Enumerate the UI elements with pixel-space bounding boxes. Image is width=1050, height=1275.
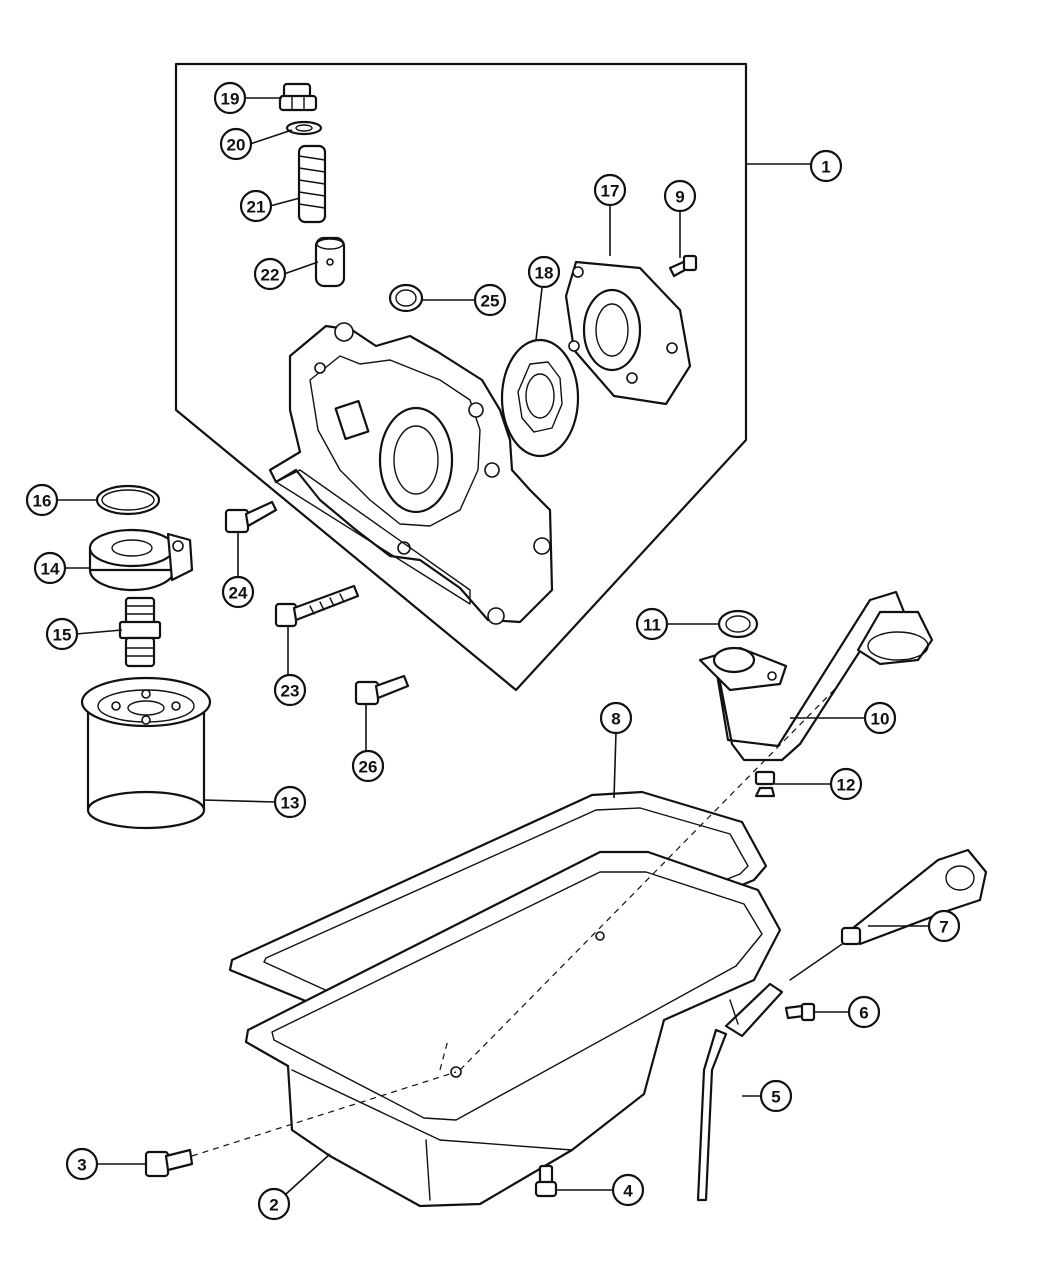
- dipstick-tube-bolt: [784, 1002, 816, 1022]
- pickup-bolt: [354, 674, 410, 706]
- filter-nipple: [118, 596, 162, 668]
- callout-18: 18: [527, 255, 561, 289]
- svg-text:2: 2: [269, 1196, 278, 1215]
- pump-cover-plate: [564, 260, 692, 406]
- svg-text:21: 21: [247, 198, 266, 217]
- callout-15: 15: [45, 617, 79, 651]
- callout-24: 24: [221, 575, 255, 609]
- oil-pan-bolt: [534, 1164, 558, 1198]
- svg-text:20: 20: [227, 136, 246, 155]
- oil-pump-housing: [268, 322, 554, 625]
- svg-text:1: 1: [821, 158, 830, 177]
- svg-text:7: 7: [939, 918, 948, 937]
- oil-pickup-tube: [698, 590, 934, 762]
- callout-19: 19: [213, 81, 247, 115]
- svg-text:24: 24: [229, 584, 248, 603]
- svg-text:23: 23: [281, 682, 300, 701]
- svg-text:18: 18: [535, 264, 554, 283]
- svg-text:12: 12: [837, 776, 856, 795]
- svg-text:26: 26: [359, 758, 378, 777]
- callout-25: 25: [473, 283, 507, 317]
- pickup-o-ring: [717, 609, 759, 639]
- callout-26: 26: [351, 749, 385, 783]
- callout-13: 13: [273, 785, 307, 819]
- alignment-line-drain: [191, 1071, 457, 1157]
- dipstick-tube: [696, 982, 784, 1202]
- alignment-line-pump: [439, 1039, 449, 1071]
- relief-valve-cap: [278, 82, 318, 112]
- callout-14: 14: [33, 551, 67, 585]
- callout-7: 7: [927, 909, 961, 943]
- callout-20: 20: [219, 127, 253, 161]
- callout-2: 2: [257, 1187, 291, 1221]
- alignment-line-pickup: [459, 687, 837, 1071]
- svg-text:5: 5: [771, 1088, 780, 1107]
- svg-text:6: 6: [859, 1004, 868, 1023]
- callout-6: 6: [847, 995, 881, 1029]
- svg-text:22: 22: [261, 266, 280, 285]
- callout-23: 23: [273, 673, 307, 707]
- outer-rotor: [500, 338, 580, 458]
- drain-plug: [144, 1148, 194, 1178]
- svg-text:19: 19: [221, 90, 240, 109]
- oil-pan: [244, 850, 782, 1208]
- pump-bolt-long: [274, 584, 360, 628]
- relief-valve-gasket: [285, 120, 323, 136]
- callout-16: 16: [25, 483, 59, 517]
- leader-lines: [56, 97, 930, 1195]
- svg-text:9: 9: [675, 188, 684, 207]
- oil-filter: [80, 676, 212, 830]
- svg-text:3: 3: [77, 1156, 86, 1175]
- callout-22: 22: [253, 257, 287, 291]
- callout-4: 4: [611, 1173, 645, 1207]
- svg-text:8: 8: [611, 710, 620, 729]
- callout-21: 21: [239, 189, 273, 223]
- callout-1: 1: [809, 149, 843, 183]
- relief-valve-plunger: [314, 236, 346, 288]
- pump-bolt-short: [224, 500, 278, 534]
- callout-12: 12: [829, 767, 863, 801]
- assembly-outline: [174, 62, 748, 692]
- callout-5: 5: [759, 1079, 793, 1113]
- callout-9: 9: [663, 179, 697, 213]
- svg-text:25: 25: [481, 292, 500, 311]
- callout-3: 3: [65, 1147, 99, 1181]
- relief-valve-spring: [297, 144, 327, 224]
- svg-text:4: 4: [623, 1182, 633, 1201]
- svg-text:11: 11: [643, 616, 661, 635]
- svg-text:17: 17: [601, 182, 620, 201]
- oil-filter-adapter: [88, 528, 194, 592]
- callout-8: 8: [599, 701, 633, 735]
- svg-text:14: 14: [41, 560, 60, 579]
- callout-17: 17: [593, 173, 627, 207]
- callout-11: 11: [635, 607, 669, 641]
- callout-10: 10: [863, 701, 897, 735]
- svg-text:16: 16: [33, 492, 52, 511]
- svg-text:15: 15: [53, 626, 72, 645]
- svg-text:13: 13: [281, 794, 300, 813]
- pump-o-ring: [388, 283, 424, 313]
- svg-text:10: 10: [871, 710, 890, 729]
- dipstick: [789, 848, 988, 981]
- pickup-tube-bolt: [754, 770, 776, 798]
- cover-screw: [668, 254, 698, 278]
